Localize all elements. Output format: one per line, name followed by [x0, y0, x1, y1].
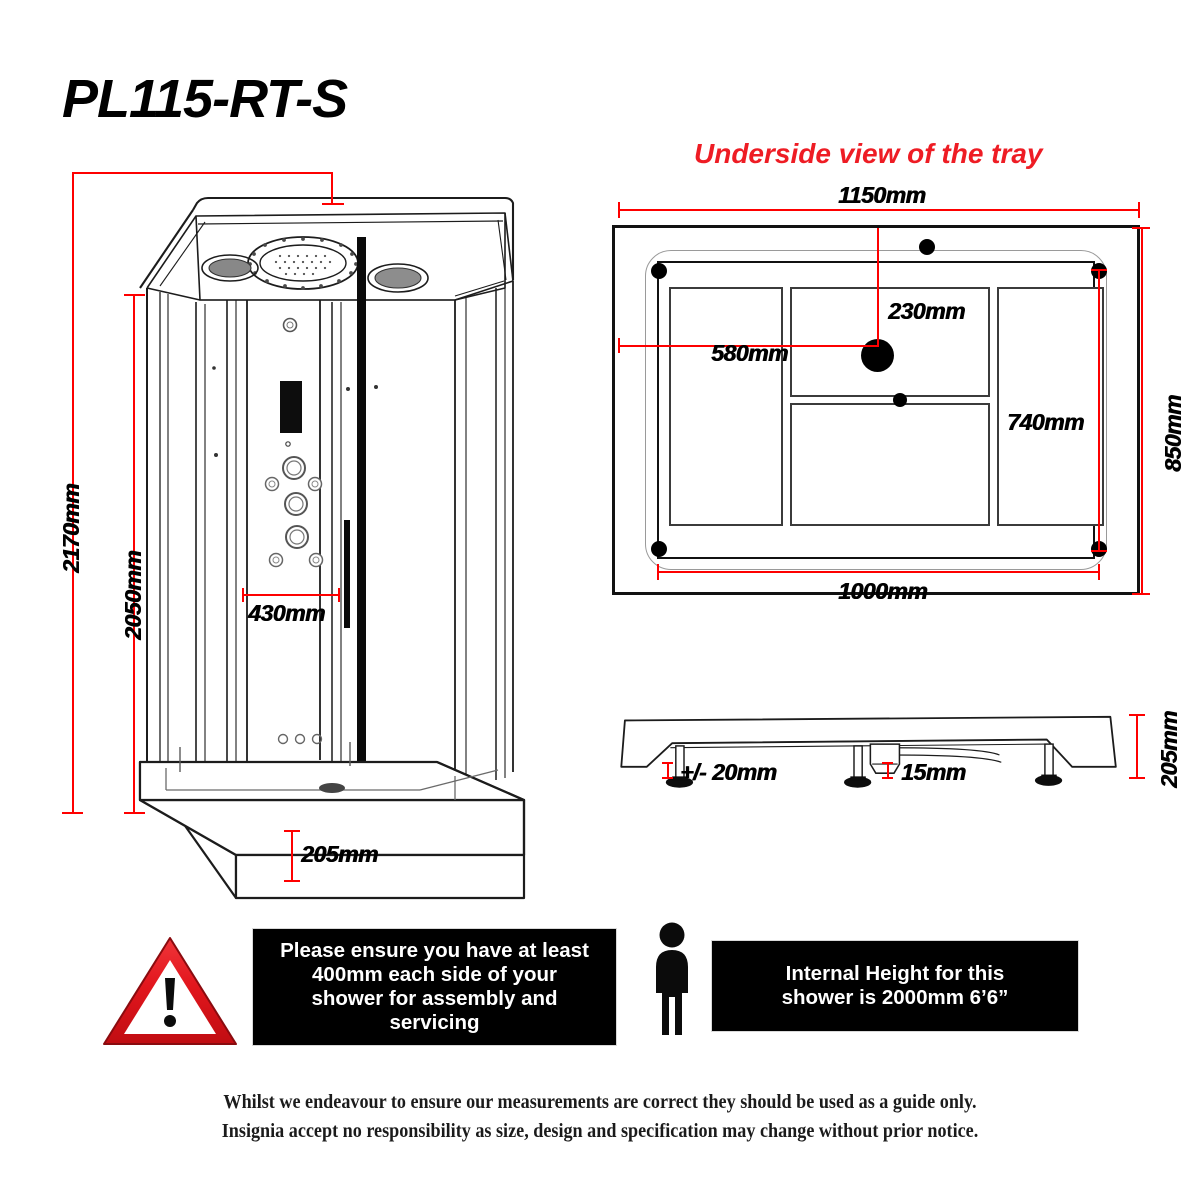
tray-outer-edge	[612, 225, 1140, 595]
display-screen	[280, 381, 302, 433]
dim-label-1000: 1000mm	[838, 578, 928, 604]
dim-tick-850-bottom	[1132, 593, 1150, 595]
dim-tick-trap	[887, 762, 889, 779]
warning-line-3: shower for assembly and	[311, 987, 558, 1010]
dim-label-580: 580mm	[711, 340, 788, 366]
dim-tick-1000-left	[657, 564, 659, 580]
dim-tick-205-top	[284, 830, 300, 832]
dim-line-2050-vertical	[133, 295, 135, 813]
dim-tick-1150-right	[1138, 202, 1140, 218]
fixing-dot-middle	[893, 393, 907, 407]
door-seal-strip	[357, 237, 366, 792]
dim-tick-740-top	[1091, 269, 1107, 271]
dim-line-850	[1141, 228, 1143, 594]
dim-tick-leg-adjust	[667, 762, 669, 779]
dim-tick-205-profile-top	[1129, 714, 1145, 716]
ceiling-speaker-right-icon	[367, 263, 429, 293]
dim-label-740: 740mm	[1007, 409, 1084, 435]
dim-tick-trap-bottom	[882, 777, 893, 779]
warning-line-2: 400mm each side of your	[312, 962, 557, 986]
dim-label-850: 850mm	[1160, 395, 1186, 472]
dim-line-205-profile	[1136, 715, 1138, 778]
dim-label-230: 230mm	[888, 298, 965, 324]
foot-dot-bottom-left	[651, 541, 667, 557]
waste-trap	[869, 743, 901, 774]
dim-line-1000	[657, 571, 1100, 573]
dim-label-1150: 1150mm	[838, 182, 926, 208]
ceiling-speaker-left-icon	[201, 254, 259, 282]
dim-tick-430-right	[338, 588, 340, 602]
dim-label-2170: 2170mm	[58, 483, 84, 573]
door-handle	[344, 520, 350, 628]
dim-tick-1150-left	[618, 202, 620, 218]
adjustable-leg-middle	[844, 745, 872, 788]
internal-height-banner: Internal Height for this shower is 2000m…	[712, 941, 1078, 1031]
adjustable-leg-right	[1034, 743, 1063, 786]
dim-tick-leg-adjust-bottom	[662, 777, 673, 779]
disclaimer-text: Whilst we endeavour to ensure our measur…	[42, 1088, 1158, 1147]
dim-tick-2050-top	[124, 294, 145, 296]
tray-cell-left	[669, 287, 783, 526]
dim-tick-430-left	[242, 588, 244, 602]
dim-leader-2170-top	[72, 172, 332, 174]
dim-label-205-profile: 205mm	[1156, 711, 1182, 788]
height-line-2: shower is 2000mm 6’6”	[781, 986, 1009, 1009]
dim-label-leg-adjust: +/- 20mm	[680, 759, 777, 785]
dim-tick-850-top	[1132, 227, 1150, 229]
fixing-dot-top	[919, 239, 935, 255]
dim-label-430: 430mm	[248, 600, 325, 626]
disclaimer-line-1: Whilst we endeavour to ensure our measur…	[223, 1092, 977, 1113]
tray-view-caption: Underside view of the tray	[694, 138, 1043, 169]
dim-label-trap: 15mm	[901, 759, 966, 785]
dim-line-2170-vertical	[72, 173, 74, 813]
dim-tick-205-profile-bottom	[1129, 777, 1145, 779]
control-panel	[264, 317, 324, 745]
page-title: PL115-RT-S	[62, 69, 348, 129]
adjustable-leg-left	[665, 745, 694, 788]
dim-tick-leg-adjust-top	[662, 762, 673, 764]
dim-tick-580-left	[618, 338, 620, 353]
tray-cell-center-top	[790, 287, 990, 397]
warning-line-1: Please ensure you have at least	[280, 938, 589, 962]
clearance-warning-banner: Please ensure you have at least 400mm ea…	[253, 929, 616, 1045]
height-line-1: Internal Height for this	[785, 961, 1005, 985]
dim-drop-2170-top	[331, 172, 333, 204]
tray-side-profile-drawing	[620, 715, 1117, 788]
dim-tick-2170-top	[322, 203, 344, 205]
tray-rounded-guide	[645, 250, 1107, 570]
dim-tick-2170-bottom	[62, 812, 83, 814]
base-tray-box	[138, 760, 526, 900]
dim-tick-205-bottom	[284, 880, 300, 882]
dim-line-205-tray	[291, 831, 293, 881]
tray-cell-right	[997, 287, 1104, 526]
rain-shower-head-icon	[247, 236, 359, 290]
dim-tick-1000-right	[1098, 564, 1100, 580]
disclaimer-line-2: Insignia accept no responsibility as siz…	[221, 1121, 979, 1143]
dim-tick-2050-bottom	[124, 812, 145, 814]
tray-underside-plan	[612, 225, 1140, 595]
dim-line-430	[242, 594, 340, 596]
tray-cell-center-bottom	[790, 403, 990, 526]
dim-line-1150	[618, 209, 1140, 211]
foot-dot-top-left	[651, 263, 667, 279]
warning-line-4: servicing	[389, 1011, 480, 1035]
dim-line-230	[877, 228, 879, 347]
dim-line-740	[1098, 270, 1100, 552]
dim-line-580	[618, 345, 879, 347]
dim-label-205-tray: 205mm	[301, 841, 378, 867]
dim-tick-trap-top	[882, 762, 893, 764]
shower-cabin-drawing	[138, 196, 526, 900]
dim-tick-740-bottom	[1091, 550, 1107, 552]
dim-label-2050: 2050mm	[120, 550, 146, 640]
warning-triangle-icon	[103, 937, 237, 1045]
person-icon	[656, 922, 688, 1035]
